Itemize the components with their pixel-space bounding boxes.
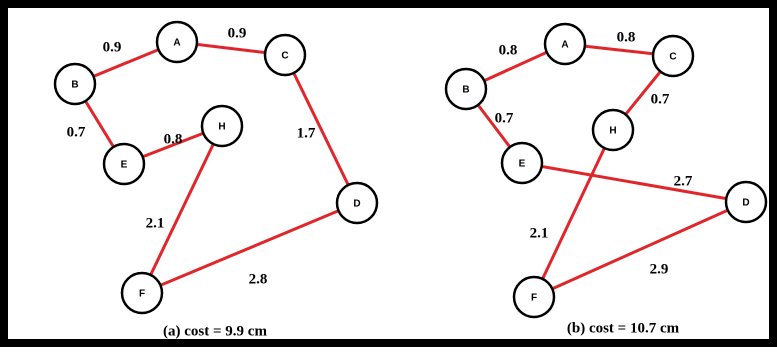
- node-label: C: [669, 52, 676, 63]
- node-f: [120, 271, 164, 315]
- node-label: H: [609, 126, 616, 137]
- node-label: A: [173, 38, 180, 49]
- edge-weight-label: 2.9: [650, 261, 669, 277]
- edge-weight-label: 0.9: [228, 25, 247, 41]
- node-e: [500, 141, 544, 185]
- edge-weight-label: 0.7: [67, 124, 86, 140]
- edge-h-f: [140, 125, 224, 294]
- node-label: A: [561, 40, 568, 51]
- node-f: [512, 275, 556, 319]
- node-c: [263, 33, 307, 77]
- diagram-b: 0.8 0.8 0.7 0.7 2.7 2.1 2.9 A B C H E D F (b) cost = 1…: [444, 22, 768, 336]
- node-a: [543, 22, 587, 66]
- node-label: E: [121, 160, 128, 171]
- node-h: [591, 108, 635, 152]
- node-d: [724, 180, 768, 224]
- edge-h-f: [532, 129, 615, 298]
- node-d: [335, 181, 379, 225]
- node-label: E: [519, 159, 526, 170]
- edge-weight-label: 0.7: [495, 110, 514, 126]
- edge-weight-label: 0.8: [617, 29, 636, 45]
- edge-weight-label: 0.7: [651, 91, 670, 107]
- node-a: [155, 20, 199, 64]
- node-c: [651, 34, 695, 78]
- edge-weight-label: 2.7: [674, 173, 693, 189]
- edge-weight-label: 1.7: [297, 125, 316, 141]
- node-label: F: [139, 289, 145, 300]
- edge-weight-label: 2.1: [146, 215, 165, 231]
- node-h: [200, 104, 244, 148]
- node-label: B: [462, 85, 469, 96]
- edge-f-d: [141, 201, 358, 295]
- node-label: H: [218, 122, 225, 133]
- node-b: [444, 67, 488, 111]
- edge-c-d: [283, 54, 359, 204]
- node-label: C: [281, 51, 288, 62]
- node-e: [102, 142, 146, 186]
- edge-f-d: [533, 200, 747, 299]
- edge-e-d: [521, 161, 747, 204]
- diagram-caption: (b) cost = 10.7 cm: [567, 320, 680, 336]
- diagram-caption: (a) cost = 9.9 cm: [163, 323, 267, 339]
- edge-weight-label: 2.8: [249, 271, 268, 287]
- node-label: B: [71, 80, 78, 91]
- edge-weight-label: 0.9: [103, 39, 122, 55]
- node-label: F: [531, 293, 537, 304]
- node-b: [53, 62, 97, 106]
- node-label: D: [353, 199, 360, 210]
- edge-weight-label: 2.1: [530, 225, 549, 241]
- node-label: D: [742, 198, 749, 209]
- edge-weight-label: 0.8: [499, 42, 518, 58]
- edge-weight-label: 0.8: [164, 131, 183, 147]
- diagram-a: 0.9 0.9 0.7 0.8 1.7 2.1 2.8 A B C E H D F (a) cost = 9…: [53, 20, 379, 339]
